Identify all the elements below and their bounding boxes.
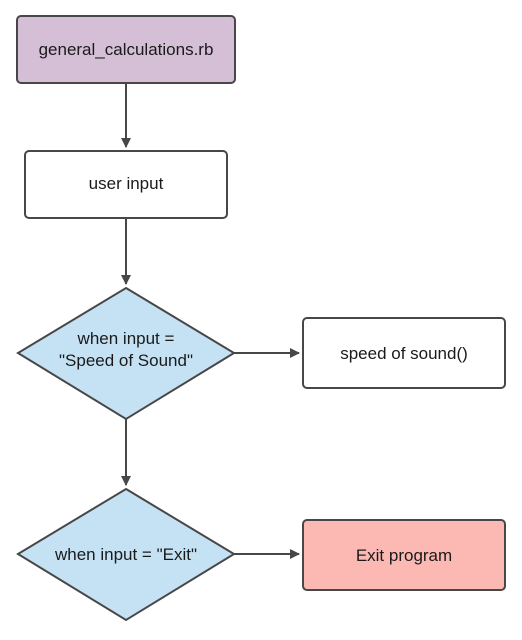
action-speed-of-sound-box xyxy=(302,317,506,389)
start-node-box xyxy=(16,15,236,84)
start-node-label: general_calculations.rb xyxy=(39,40,214,59)
input-node: user input xyxy=(24,150,228,219)
action-exit-program-label: Exit program xyxy=(356,546,452,565)
decision-speed-of-sound: when input = "Speed of Sound" xyxy=(16,286,236,421)
action-speed-of-sound-label: speed of sound() xyxy=(340,344,468,363)
decision-exit: when input = "Exit" xyxy=(16,487,236,622)
decision-speed-of-sound-line2: "Speed of Sound" xyxy=(59,351,193,370)
decision-exit-diamond xyxy=(16,487,236,622)
decision-exit-label: when input = "Exit" xyxy=(54,545,197,564)
input-node-label: user input xyxy=(89,174,164,193)
decision-speed-of-sound-line1: when input = xyxy=(77,329,175,348)
start-node: general_calculations.rb xyxy=(16,15,236,84)
action-speed-of-sound: speed of sound() xyxy=(302,317,506,389)
action-exit-program: Exit program xyxy=(302,519,506,591)
input-node-box xyxy=(24,150,228,219)
decision-speed-of-sound-diamond xyxy=(16,286,236,421)
edges xyxy=(121,83,300,559)
action-exit-program-box xyxy=(302,519,506,591)
